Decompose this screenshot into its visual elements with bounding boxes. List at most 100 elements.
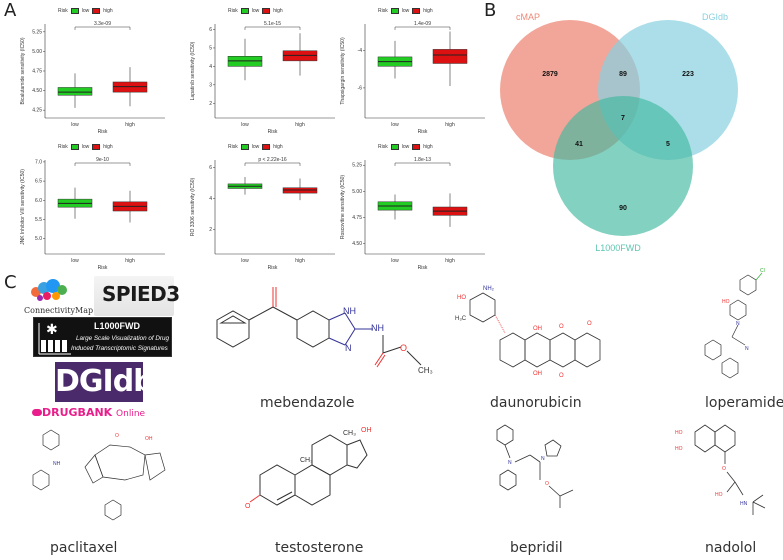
svg-text:DGIdb: DGIdb	[702, 12, 728, 22]
svg-text:Risk: Risk	[98, 129, 108, 135]
svg-text:-4: -4	[358, 48, 363, 54]
svg-text:Thapsigargin sensitivity (IC50: Thapsigargin sensitivity (IC50)	[340, 37, 346, 105]
svg-text:Risk: Risk	[98, 265, 108, 271]
spied3-logo-bg	[94, 276, 174, 316]
svg-text:7.0: 7.0	[35, 159, 42, 165]
molecule-name-daunorubicin: daunorubicin	[490, 395, 582, 411]
dgidb-logo: DGIdb	[55, 362, 155, 402]
svg-text:O: O	[545, 481, 549, 487]
svg-text:2: 2	[209, 227, 212, 233]
svg-text:O: O	[722, 466, 726, 472]
svg-text:5.25: 5.25	[32, 29, 42, 35]
svg-text:HO: HO	[675, 446, 683, 452]
svg-text:7: 7	[621, 115, 625, 122]
svg-text:N: N	[745, 346, 749, 352]
svg-text:5.1e-15: 5.1e-15	[264, 21, 281, 27]
svg-text:N: N	[541, 456, 545, 462]
panel-label-b: B	[484, 0, 497, 21]
svg-text:5.0: 5.0	[35, 236, 42, 242]
svg-text:6: 6	[209, 165, 212, 171]
svg-text:4: 4	[209, 64, 212, 70]
svg-text:NH: NH	[371, 323, 384, 333]
svg-text:5.00: 5.00	[32, 49, 42, 55]
svg-text:high: high	[445, 258, 455, 264]
testosterone-structure: O CH₃ CH₃ OH	[245, 420, 405, 535]
svg-text:low: low	[391, 258, 399, 264]
svg-text:high: high	[445, 122, 455, 128]
svg-text:NH: NH	[53, 461, 61, 467]
svg-text:3: 3	[209, 82, 212, 88]
molecule-name-bepridil: bepridil	[510, 540, 563, 556]
svg-text:HO: HO	[675, 430, 683, 436]
svg-text:JNK Inhibitor VIII sensitivity: JNK Inhibitor VIII sensitivity (IC50)	[20, 169, 26, 245]
svg-text:1.8e-13: 1.8e-13	[414, 157, 431, 163]
svg-text:O: O	[559, 324, 564, 330]
svg-text:3.3e-09: 3.3e-09	[94, 21, 111, 27]
loperamide-structure: Cl HO N N	[700, 265, 780, 400]
svg-text:90: 90	[619, 205, 627, 212]
svg-text:Lapatinib sensitivity (IC50): Lapatinib sensitivity (IC50)	[190, 41, 196, 100]
svg-text:low: low	[71, 258, 79, 264]
svg-text:O: O	[559, 373, 564, 379]
molecule-name-testosterone: testosterone	[275, 540, 364, 556]
svg-text:4.75: 4.75	[32, 69, 42, 75]
svg-text:N: N	[736, 321, 740, 327]
svg-text:HO: HO	[715, 492, 723, 498]
svg-text:2: 2	[209, 101, 212, 107]
svg-text:Risk: Risk	[418, 129, 428, 135]
svg-text:6.5: 6.5	[35, 179, 42, 185]
connectivity-map-logo: ConnectivityMap	[22, 276, 93, 318]
svg-text:5.25: 5.25	[352, 163, 362, 169]
svg-text:N: N	[345, 343, 352, 353]
svg-text:NH₂: NH₂	[483, 286, 495, 292]
svg-text:cMAP: cMAP	[516, 12, 540, 22]
svg-text:41: 41	[575, 141, 583, 148]
svg-text:O: O	[115, 433, 119, 439]
svg-text:RO 3306 sensitivity (IC50): RO 3306 sensitivity (IC50)	[190, 177, 196, 236]
svg-text:Roscovitine sensitivity (IC50): Roscovitine sensitivity (IC50)	[340, 175, 346, 240]
svg-text:NH: NH	[343, 306, 356, 316]
svg-text:low: low	[391, 122, 399, 128]
molecule-name-paclitaxel: paclitaxel	[50, 540, 118, 556]
svg-text:9e-10: 9e-10	[96, 157, 109, 163]
svg-text:-6: -6	[358, 85, 363, 91]
svg-text:OH: OH	[361, 427, 372, 434]
molecule-name-mebendazole: mebendazole	[260, 395, 355, 411]
svg-text:high: high	[295, 122, 305, 128]
svg-text:4.50: 4.50	[352, 241, 362, 247]
svg-text:high: high	[125, 258, 135, 264]
svg-text:CH₃: CH₃	[343, 430, 356, 437]
svg-text:5.00: 5.00	[352, 189, 362, 195]
svg-text:4.25: 4.25	[32, 108, 42, 114]
molecule-name-loperamide: loperamide	[705, 395, 783, 411]
panel-label-c: C	[4, 272, 17, 293]
mebendazole-structure: NH N NH O CH₃	[205, 285, 433, 390]
svg-text:high: high	[295, 258, 305, 264]
svg-text:4.75: 4.75	[352, 215, 362, 221]
svg-text:Risk: Risk	[268, 129, 278, 135]
svg-text:Risk: Risk	[418, 265, 428, 271]
svg-text:low: low	[241, 258, 249, 264]
svg-text:89: 89	[619, 71, 627, 78]
svg-text:HN: HN	[740, 501, 748, 507]
spied3-logo: SPIED3	[102, 282, 180, 306]
svg-text:✱: ✱	[46, 321, 58, 337]
database-logos: ConnectivityMap SPIED3 ✱ L1000FWD Large …	[22, 276, 202, 419]
svg-text:O: O	[245, 503, 251, 510]
molecule-name-nadolol: nadolol	[705, 540, 757, 556]
svg-text:O: O	[587, 321, 592, 327]
svg-text:O: O	[400, 343, 407, 353]
